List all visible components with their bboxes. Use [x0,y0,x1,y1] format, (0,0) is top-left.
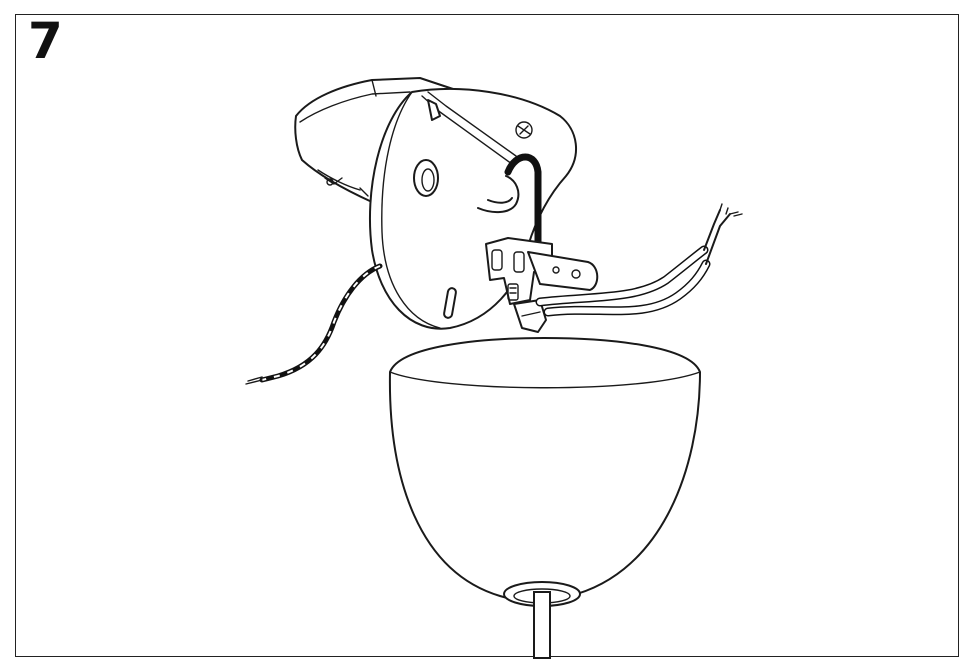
hook [477,175,520,214]
cord-loop [504,153,542,248]
supply-wires-right [535,203,743,317]
cable-clamp [485,237,599,333]
suspension-cord [533,591,551,659]
ceiling-canopy-cup [388,337,701,607]
step-number: 7 [28,12,63,70]
twisted-wire-left [245,263,383,385]
mounting-plate [369,88,578,330]
